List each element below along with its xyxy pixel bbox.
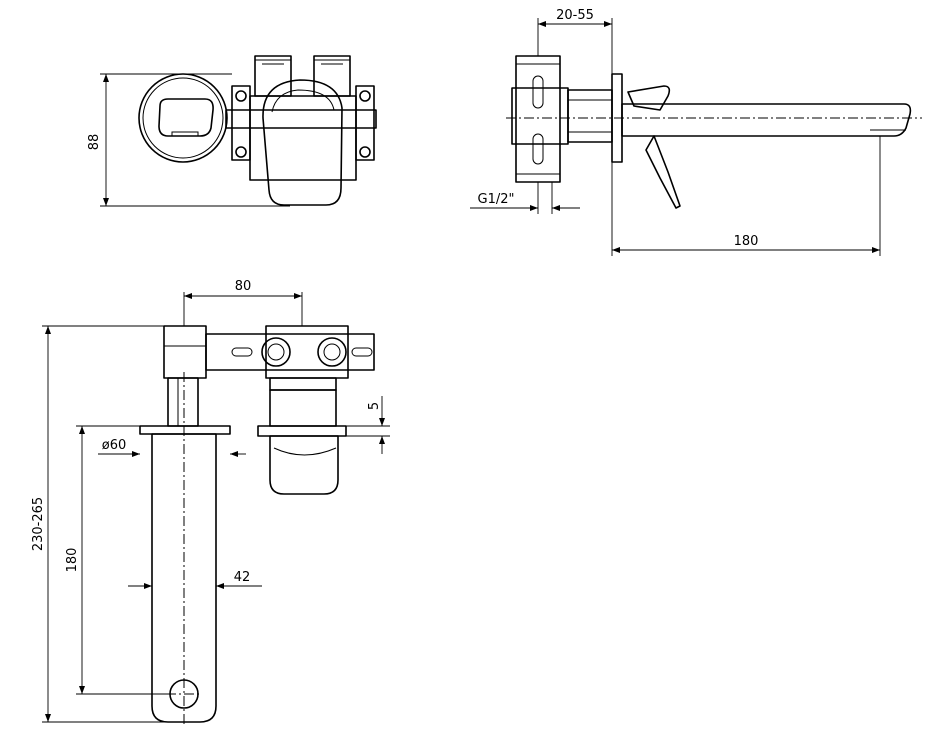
- dim-spout-180-plan: 180: [65, 548, 80, 573]
- dim-spacing-80: 80: [235, 279, 252, 294]
- front-cover-plate: [138, 73, 228, 163]
- dim-offset-5: 5: [367, 402, 382, 410]
- plan-left-block: [163, 325, 207, 379]
- side-view: 20-55 G1/2" 180: [470, 8, 922, 256]
- front-body: [249, 95, 357, 181]
- dim-depth-20-55: 20-55: [556, 8, 594, 23]
- front-lever: [262, 79, 343, 206]
- dim-diameter-60: ø60: [102, 438, 127, 453]
- dim-spout-180-side: 180: [734, 234, 759, 249]
- plan-view: 80 5 ø60 42 180 230-265: [31, 279, 390, 724]
- plan-wall-plate-left: [139, 425, 231, 435]
- dim-spout-42: 42: [234, 570, 251, 585]
- front-view: 88: [87, 55, 377, 207]
- front-small-handle: [158, 98, 214, 137]
- dim-overall-230-265: 230-265: [31, 497, 46, 551]
- plan-spout: [151, 433, 217, 723]
- plan-wall-plate-right: [257, 425, 347, 437]
- dim-thread-g12: G1/2": [478, 192, 515, 207]
- dim-height-88: 88: [87, 134, 102, 151]
- front-inlet-right: [313, 55, 351, 97]
- side-lever: [645, 135, 681, 209]
- plan-lever: [269, 435, 339, 495]
- side-valve-body: [515, 55, 561, 183]
- side-spout: [621, 103, 912, 137]
